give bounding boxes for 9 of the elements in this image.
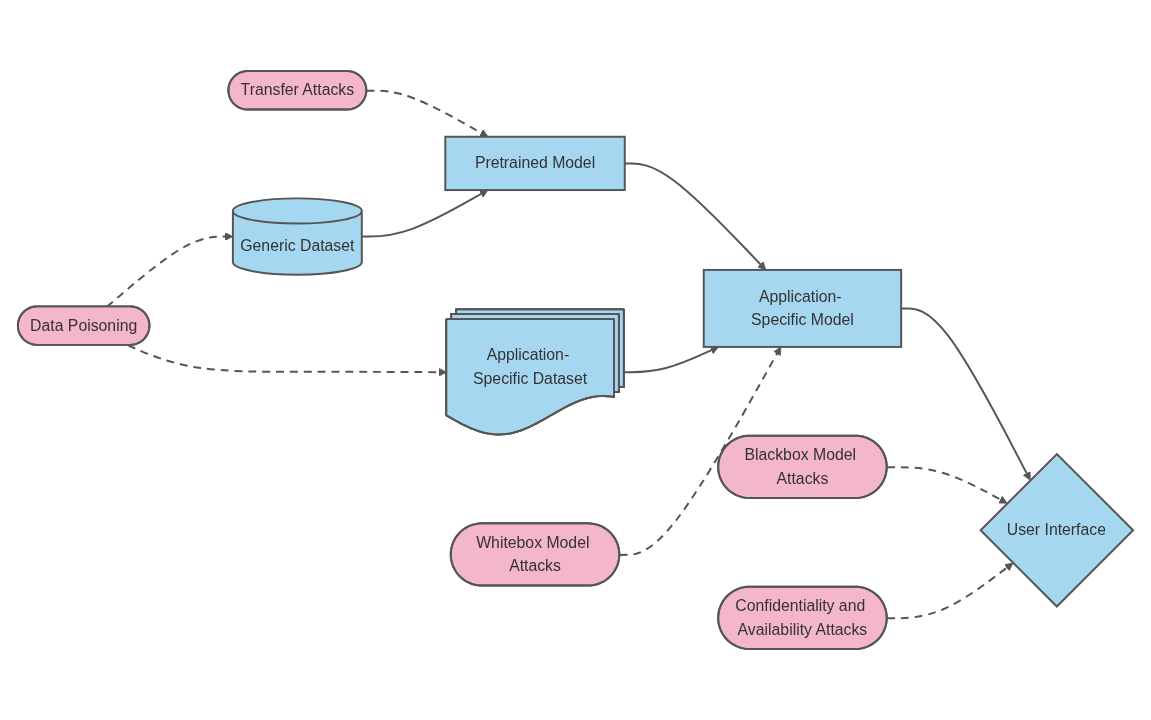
arrow [623,346,719,374]
arrow [105,232,234,308]
node-diamond: User Interface [979,452,1135,608]
arrow [127,344,448,377]
node-box: Application- Specific Model [702,268,903,348]
arrow [360,189,489,238]
arrow [886,466,1008,504]
arrow [886,562,1014,620]
node-box: Pretrained Model [444,135,626,192]
